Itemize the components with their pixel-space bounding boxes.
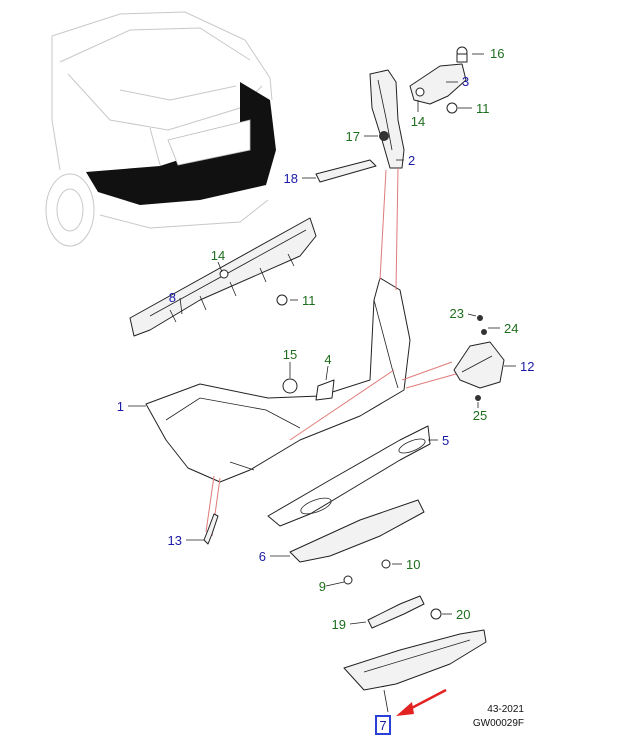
part-15-sensor: [282, 378, 298, 394]
callout-13: 13: [168, 533, 182, 548]
part-8-reinforcement: [129, 217, 317, 337]
callout-7: 7: [379, 718, 386, 733]
vehicle-rear-silhouette: [45, 11, 276, 247]
leader-lines: [128, 53, 516, 625]
callout-17: 17: [346, 129, 360, 144]
highlight-box: [375, 715, 391, 735]
part-10-clip: [381, 559, 391, 569]
part-3-bracket: [409, 63, 467, 105]
part-5-diffuser: [267, 425, 431, 527]
callout-18: 18: [284, 171, 298, 186]
reference-date: 43-2021: [487, 704, 524, 715]
part-11-screw-lower: [276, 294, 288, 306]
callout-23: 23: [450, 306, 464, 321]
callout-3: 3: [462, 74, 469, 89]
part-12-side-bracket: [453, 315, 505, 401]
reference-code: GW00029F: [473, 718, 524, 729]
callout-19: 19: [332, 617, 346, 632]
part-23-screw: [477, 315, 483, 321]
callout-1: 1: [117, 399, 124, 414]
part-4-bracket: [315, 379, 335, 401]
callout-10: 10: [406, 557, 420, 572]
callout-6: 6: [259, 549, 266, 564]
part-9-screw: [343, 575, 353, 585]
callout-11: 11: [476, 101, 490, 116]
part-1-bumper-cover: [145, 277, 411, 483]
callout-5: 5: [442, 433, 449, 448]
part-20-clip: [430, 608, 442, 620]
part-6-lower-valance: [289, 499, 425, 585]
part-13-strip: [203, 513, 219, 545]
part-19-bracket: [367, 595, 442, 629]
part-24-clip: [481, 329, 487, 335]
callout-24: 24: [504, 321, 518, 336]
part-2-bracket: [369, 69, 405, 169]
connection-lines: [205, 167, 457, 537]
pointer-arrow: [396, 688, 447, 716]
part-14-nut-lower: [219, 269, 229, 279]
upper-bracket-assembly: [315, 46, 468, 183]
callout-15: 15: [283, 347, 297, 362]
callout-9: 9: [319, 579, 326, 594]
callout-16: 16: [490, 46, 504, 61]
part-25-screw: [475, 395, 481, 401]
part-14-nut: [415, 87, 425, 97]
callout-14: 14: [211, 248, 225, 263]
underbody-panel: [343, 629, 487, 713]
part-18-strip: [315, 159, 377, 183]
callout-11: 11: [302, 293, 316, 308]
callout-2: 2: [408, 153, 415, 168]
callout-25: 25: [473, 408, 487, 423]
callout-12: 12: [520, 359, 534, 374]
callout-20: 20: [456, 607, 470, 622]
callout-8: 8: [169, 290, 176, 305]
part-11-screw: [446, 102, 458, 114]
callout-14: 14: [411, 114, 425, 129]
callout-4: 4: [324, 352, 331, 367]
part-17-grommet: [379, 131, 389, 141]
